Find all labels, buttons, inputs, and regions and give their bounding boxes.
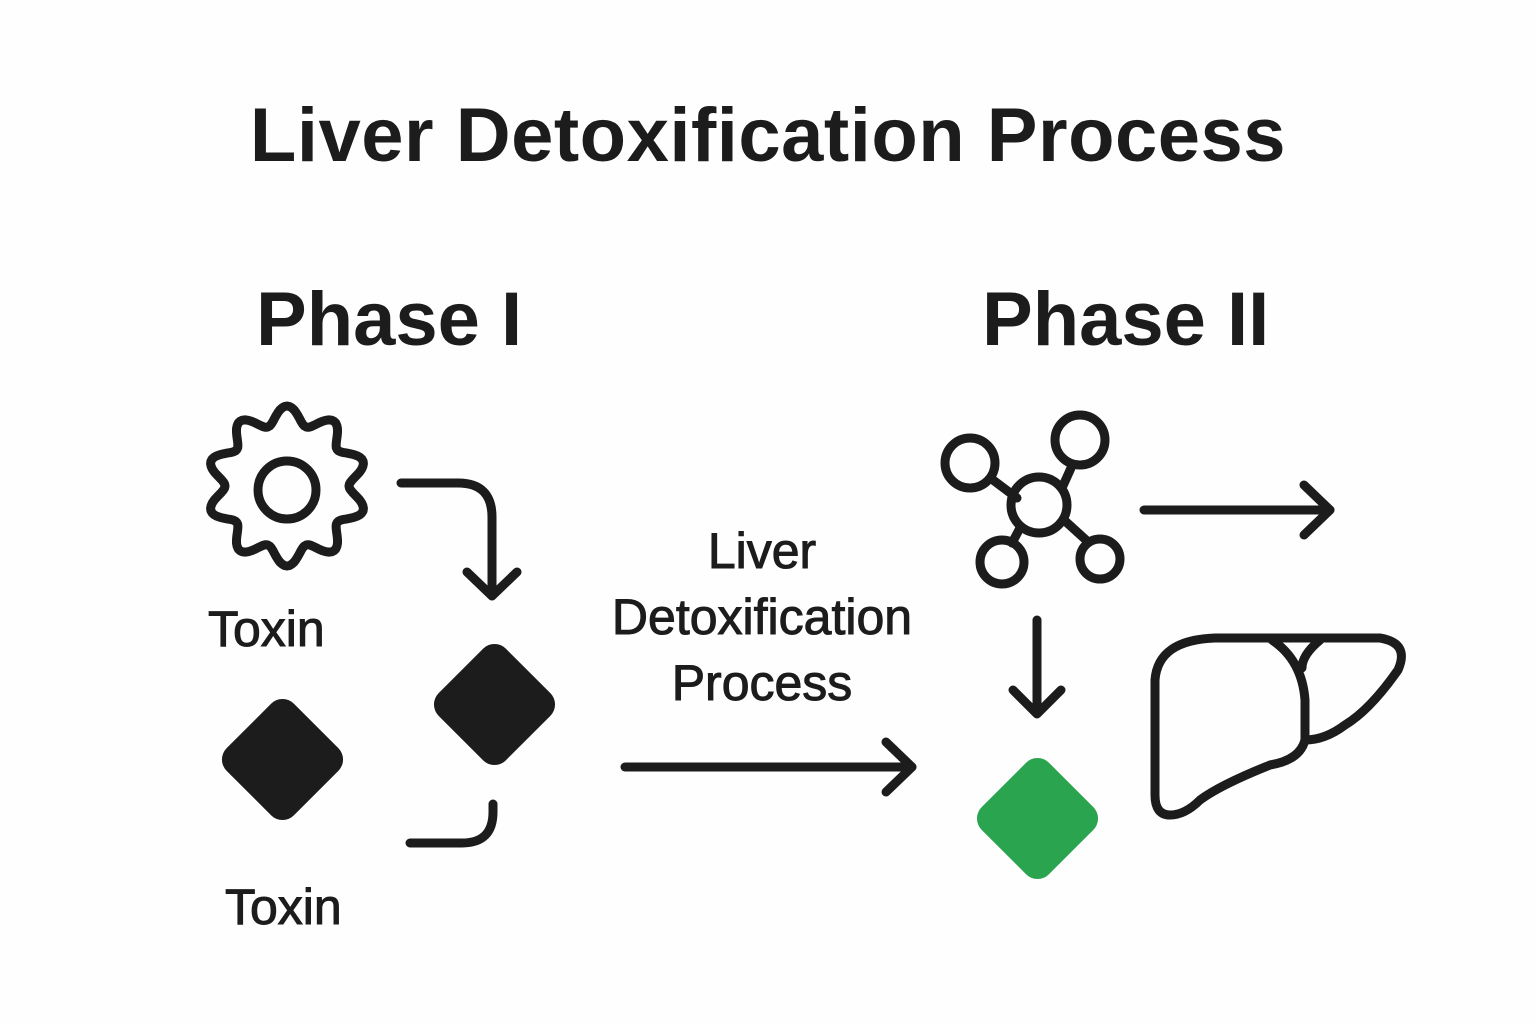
diagram-title: Liver Detoxification Process (249, 93, 1287, 178)
toxin-label-bottom: Toxin (225, 879, 343, 936)
curved-arrow-down-icon (396, 478, 522, 601)
liver-outline (1150, 633, 1406, 820)
process-label-line-3: Process (671, 655, 853, 712)
bond-line (1059, 515, 1091, 545)
toxin-diamond-icon-right (433, 643, 556, 766)
gear-outline (206, 401, 368, 571)
curved-arrow-head (462, 567, 522, 601)
atom-circle (1075, 534, 1125, 584)
gear-center-circle (253, 456, 321, 524)
process-label: Liver Detoxification Process (572, 518, 952, 716)
phase-1-heading: Phase I (256, 277, 523, 362)
liver-ligament (1297, 635, 1325, 673)
excretion-arrow-head (1299, 480, 1335, 540)
liver-lobe-divider (1267, 635, 1310, 745)
atom-circle-center (1006, 472, 1072, 538)
curved-arrow-shaft (396, 478, 497, 597)
atom-circle (940, 433, 1000, 493)
liver-icon (1150, 633, 1406, 820)
detoxified-diamond-icon (976, 757, 1099, 880)
process-label-line-2: Detoxification (611, 589, 913, 646)
atom-circle (1050, 410, 1110, 470)
return-curve-icon (405, 799, 498, 848)
down-arrow-head (1008, 685, 1066, 719)
arrow-right-icon-excretion (1139, 480, 1335, 540)
gear-icon (206, 401, 368, 571)
toxin-label-top: Toxin (208, 601, 326, 658)
toxin-diamond-icon-left (221, 698, 344, 821)
center-arrow-head (881, 737, 917, 797)
molecule-network-icon (940, 410, 1125, 589)
arrow-right-icon-center (620, 737, 917, 797)
arrow-down-icon (1008, 615, 1066, 719)
atom-circle (975, 535, 1029, 589)
phase-2-heading: Phase II (982, 277, 1270, 362)
process-label-line-1: Liver (707, 523, 817, 580)
